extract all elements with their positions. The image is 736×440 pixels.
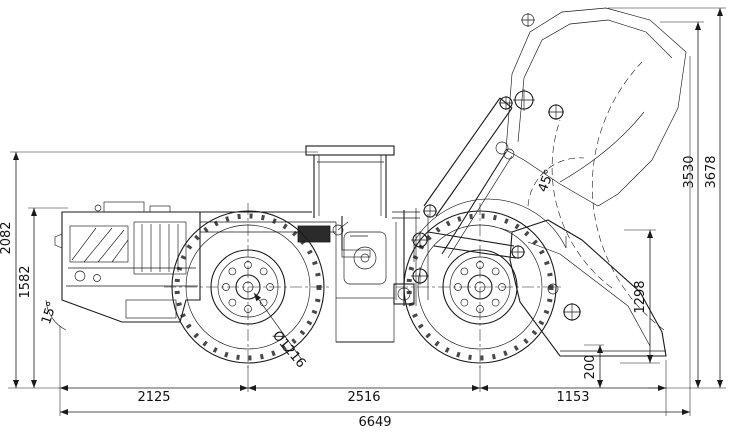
dimension-annotations: 2125 2516 1153 6649 2082 1582 1298 3530 …	[0, 7, 726, 430]
dim-dump-angle: 45°	[536, 167, 558, 194]
boom-lowered	[427, 231, 525, 259]
machine-side-view	[45, 7, 687, 371]
rear-engine-module	[54, 201, 201, 323]
dim-canopy-height: 1582	[18, 265, 33, 298]
dim-rear-overhang: 2125	[137, 390, 170, 405]
operator-canopy	[297, 145, 395, 258]
dim-overall-length: 6649	[358, 415, 391, 430]
bucket-raised	[495, 7, 687, 207]
leader-tire-diameter	[253, 292, 303, 361]
dim-dump-height: 3530	[682, 155, 697, 188]
dim-hinge-clearance: 1298	[633, 280, 648, 313]
front-fender	[413, 198, 567, 262]
dim-overall-height-rear: 2082	[0, 221, 14, 254]
dim-front-section: 1153	[556, 390, 589, 405]
steering-wheel	[332, 224, 344, 236]
dim-wheelbase: 2516	[347, 390, 380, 405]
boom-raised	[423, 96, 515, 259]
deck-frame	[200, 211, 420, 233]
dim-bucket-lip-height: 200	[583, 355, 598, 380]
dim-max-lift-height: 3678	[704, 155, 719, 188]
bucket-lowered	[499, 219, 667, 357]
dim-departure-angle: 15°	[39, 300, 60, 327]
bucket-path-arcs	[45, 61, 665, 331]
dim-tire-diameter: Ø1216	[269, 328, 308, 371]
front-wheel	[396, 203, 564, 371]
center-frame	[335, 222, 415, 343]
